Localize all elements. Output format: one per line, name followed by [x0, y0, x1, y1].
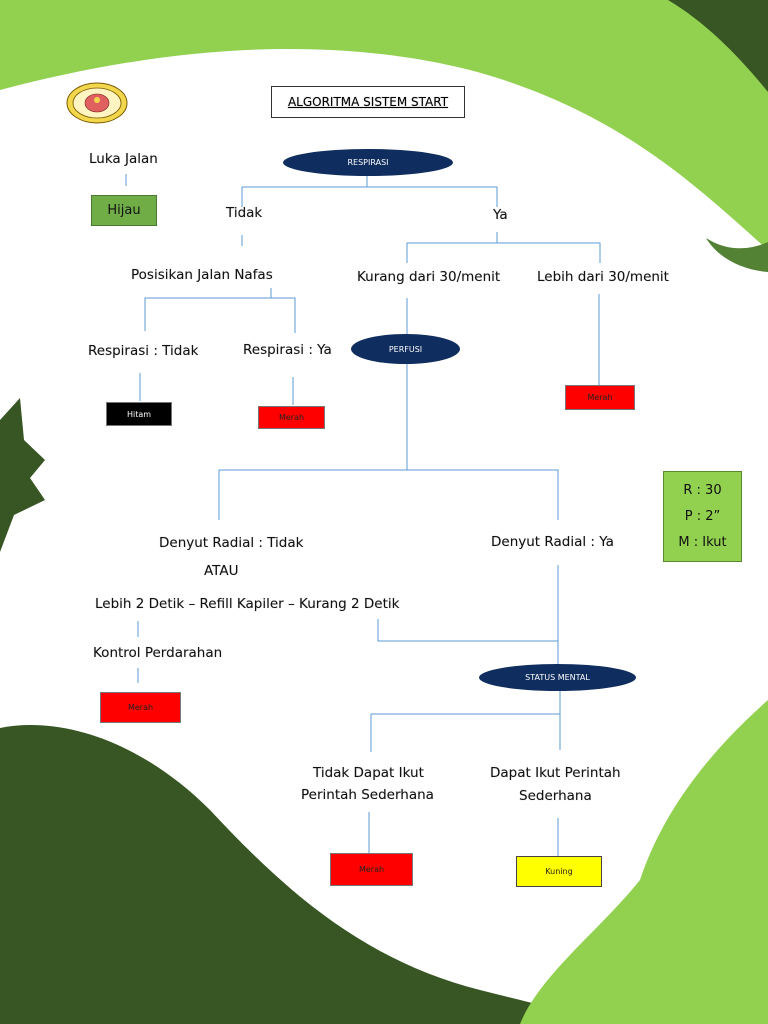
denyut-tidak-label: Denyut Radial : Tidak: [159, 535, 304, 551]
kurang-30-label: Kurang dari 30/menit: [357, 269, 501, 285]
merah-kontrol-label: Merah: [127, 703, 154, 712]
hitam-box: Hitam: [106, 402, 172, 426]
top-green-wave: [0, 0, 768, 250]
hijau-label: Hijau: [107, 203, 141, 218]
kontrol-label: Kontrol Perdarahan: [93, 645, 223, 661]
vital-legend-box: R : 30 P : 2” M : Ikut: [663, 471, 742, 562]
ikut-line1: Dapat Ikut Perintah: [490, 765, 621, 781]
perfusi-node: PERFUSI: [351, 334, 460, 364]
hijau-box: Hijau: [91, 195, 157, 226]
merah-lebih-box: Merah: [565, 385, 635, 410]
merah-resp-box: Merah: [258, 406, 325, 429]
stikes-logo: [66, 82, 128, 124]
resp-tidak-label: Respirasi : Tidak: [88, 343, 199, 359]
status-mental-node-label: STATUS MENTAL: [525, 673, 590, 682]
legend-m: M : Ikut: [678, 534, 727, 550]
bottom-right-green-wave: [520, 700, 768, 1024]
left-star-shape: [0, 398, 45, 552]
respirasi-node-label: RESPIRASI: [347, 158, 389, 167]
refill-label: Lebih 2 Detik – Refill Kapiler – Kurang …: [95, 596, 400, 612]
denyut-ya-label: Denyut Radial : Ya: [491, 534, 614, 550]
hitam-label: Hitam: [126, 409, 152, 419]
merah-kontrol-box: Merah: [100, 692, 181, 723]
merah-resp-label: Merah: [278, 413, 305, 422]
lebih-30-label: Lebih dari 30/menit: [537, 269, 669, 285]
tidak-ikut-line1: Tidak Dapat Ikut: [313, 765, 424, 781]
kuning-box: Kuning: [516, 856, 602, 887]
luka-jalan-label: Luka Jalan: [89, 151, 158, 167]
legend-r: R : 30: [683, 483, 722, 499]
resp-ya-label: Respirasi : Ya: [243, 342, 332, 358]
merah-lebih-label: Merah: [587, 393, 613, 402]
title-box: ALGORITMA SISTEM START: [271, 86, 465, 118]
respirasi-node: RESPIRASI: [283, 149, 453, 176]
merah-mental-box: Merah: [330, 853, 413, 886]
right-leaf-dark: [706, 238, 768, 272]
tidak-ikut-line2: Perintah Sederhana: [301, 787, 434, 803]
bottom-left-dark-wave: [0, 725, 620, 1024]
merah-mental-label: Merah: [358, 865, 385, 874]
atau-label: ATAU: [204, 563, 239, 579]
status-mental-node: STATUS MENTAL: [479, 664, 636, 691]
legend-p: P : 2”: [684, 508, 721, 524]
ya-label: Ya: [493, 207, 508, 223]
perfusi-node-label: PERFUSI: [388, 344, 423, 354]
top-right-dark-corner: [668, 0, 768, 92]
ikut-line2: Sederhana: [519, 788, 592, 804]
tidak-label: Tidak: [226, 205, 263, 221]
page-title: ALGORITMA SISTEM START: [287, 95, 449, 109]
kuning-label: Kuning: [545, 867, 573, 876]
posisikan-label: Posisikan Jalan Nafas: [131, 267, 273, 283]
